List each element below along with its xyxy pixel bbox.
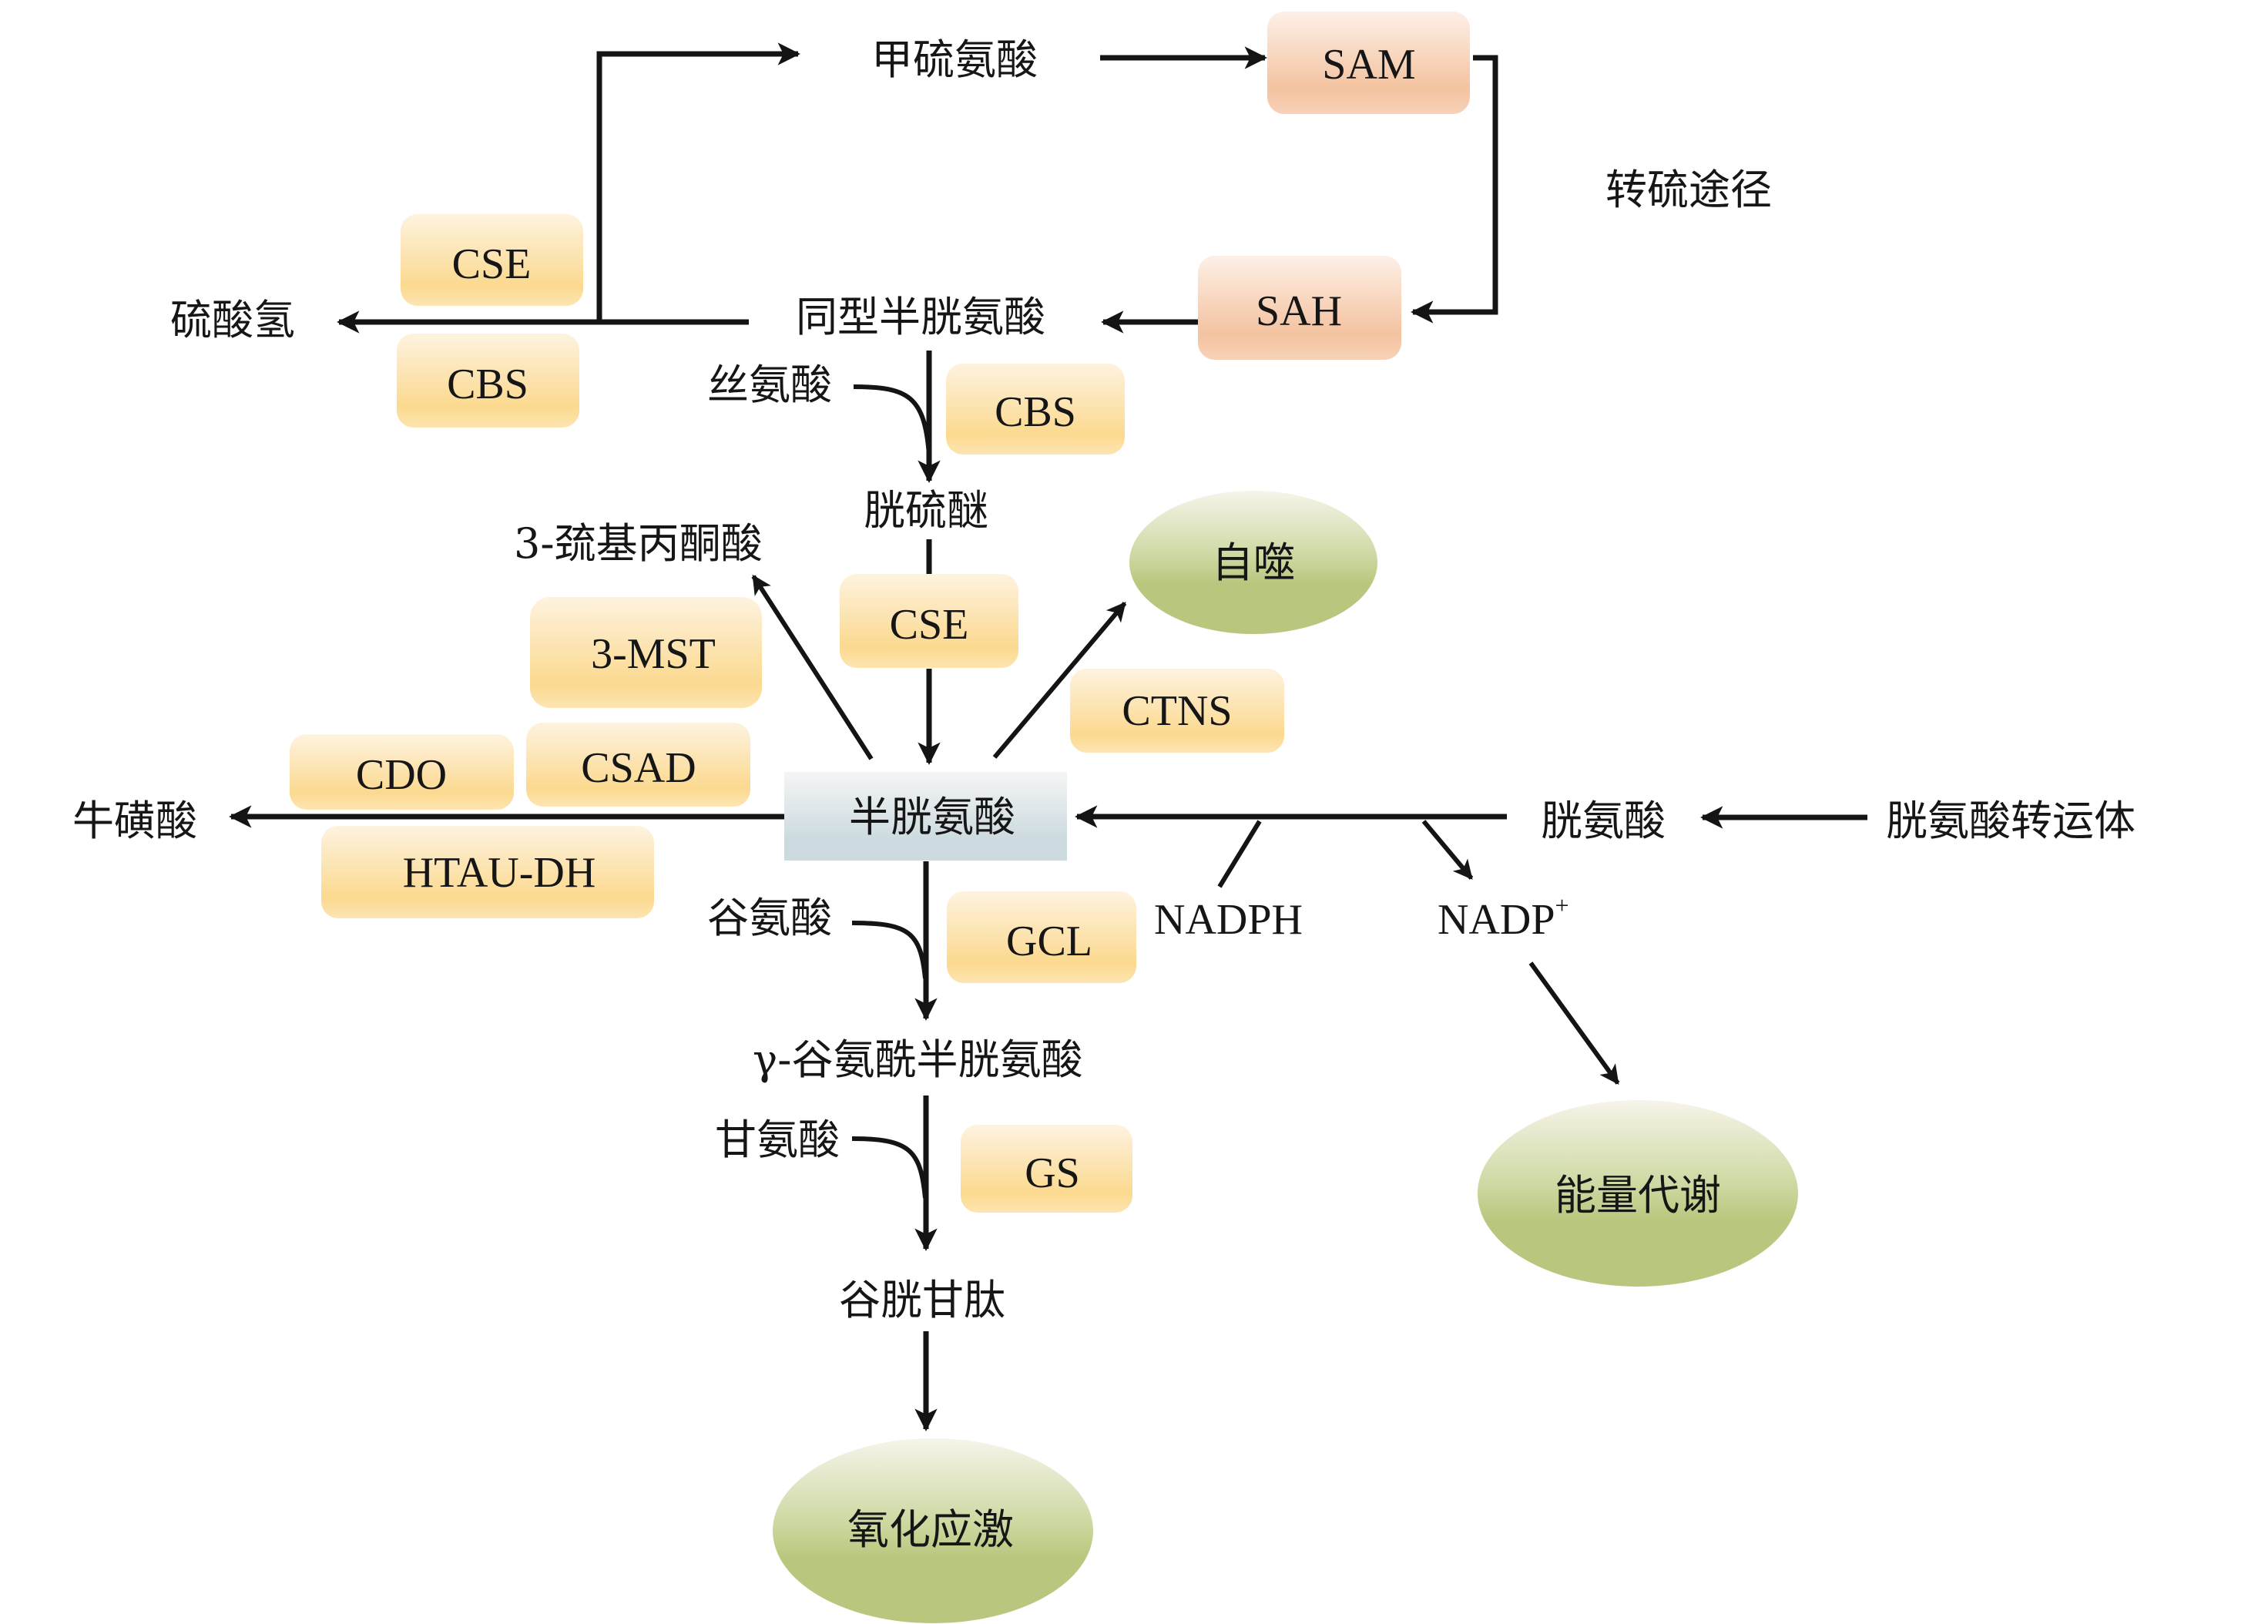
oxidative-stress-label: 氧化应激 xyxy=(847,1505,1014,1554)
mercaptopyruvate-label: 3-巯基丙酮酸 xyxy=(514,519,763,568)
arrow-sam-to-sah xyxy=(1411,55,1498,324)
energy-metabolism-label: 能量代谢 xyxy=(1555,1171,1721,1220)
enzyme-box-gcl: GCL xyxy=(947,891,1136,983)
enzyme-box-cse-main: CSE xyxy=(840,574,1018,668)
enzyme-label: CTNS xyxy=(1122,687,1232,735)
enzyme-box-cbs-main: CBS xyxy=(946,364,1125,455)
arrow-nadp-to-energy-metabolism xyxy=(1528,961,1620,1085)
enzyme-box-cse-h2s: CSE xyxy=(401,214,583,306)
enzyme-label: CSE xyxy=(452,240,532,288)
methionine-label: 甲硫氨酸 xyxy=(871,35,1038,84)
enzyme-box-cdo: CDO xyxy=(290,734,514,810)
autophagy-label: 自噬 xyxy=(1212,539,1295,587)
enzyme-box-ctns: CTNS xyxy=(1070,669,1284,753)
cystine-transporter-label: 胱氨酸转运体 xyxy=(1886,797,2135,845)
glycine-label: 甘氨酸 xyxy=(715,1116,840,1164)
serine-connector xyxy=(853,384,931,455)
homocysteine-label: 同型半胱氨酸 xyxy=(796,293,1045,341)
enzyme-box-csad: CSAD xyxy=(526,723,750,807)
cofactor-label: SAH xyxy=(1256,287,1342,335)
arrow-to-nadp xyxy=(1421,820,1474,880)
glutathione-label: 谷胱甘肽 xyxy=(839,1276,1005,1324)
outcome-energy-metabolism: 能量代谢 xyxy=(1478,1100,1798,1287)
enzyme-label: CSE xyxy=(890,601,969,649)
enzyme-label: GS xyxy=(1025,1149,1080,1197)
hydrogen-sulfide-label: 硫酸氢 xyxy=(170,296,295,344)
cystine-label: 胱氨酸 xyxy=(1541,797,1666,845)
enzyme-label: HTAU-DH xyxy=(403,849,596,897)
enzyme-label: GCL xyxy=(1006,918,1092,965)
arrow-to-autophagy xyxy=(992,602,1127,759)
enzyme-label: CSAD xyxy=(581,744,696,792)
enzyme-box-gs: GS xyxy=(961,1125,1132,1213)
cystathionine-label: 胱硫醚 xyxy=(864,486,988,535)
glycine-connector xyxy=(851,1136,928,1199)
arrow-to-methionine xyxy=(596,42,800,322)
enzyme-label: CBS xyxy=(995,388,1076,436)
enzyme-box-3-mst: 3-MST xyxy=(530,597,762,708)
cofactor-box-sah: SAH xyxy=(1198,256,1401,360)
nadp-superscript: + xyxy=(1555,891,1568,919)
pathway-label: 转硫途径 xyxy=(1605,166,1772,214)
nadp-text: NADP xyxy=(1438,896,1555,944)
outcome-oxidative-stress: 氧化应激 xyxy=(773,1438,1093,1623)
cofactor-box-sam: SAM xyxy=(1267,12,1470,114)
enzyme-label: CBS xyxy=(447,361,528,408)
enzyme-label: CDO xyxy=(356,751,447,799)
enzyme-box-cbs-h2s: CBS xyxy=(397,334,579,428)
glutamate-label: 谷氨酸 xyxy=(707,894,832,942)
gamma-glutamylcysteine-label: γ-谷氨酰半胱氨酸 xyxy=(753,1035,1083,1084)
nadph-label: NADPH xyxy=(1154,896,1303,944)
taurine-label: 牛磺酸 xyxy=(72,797,197,845)
nadph-connector xyxy=(1217,820,1262,888)
cysteine-label: 半胱氨酸 xyxy=(849,793,1015,841)
nadp-label: NADP+ xyxy=(1438,891,1569,944)
outcome-autophagy: 自噬 xyxy=(1129,491,1377,634)
enzyme-box-htau-dh: HTAU-DH xyxy=(321,826,654,918)
arrow-to-mercaptopyruvate xyxy=(751,574,874,760)
glutamate-connector xyxy=(851,921,928,979)
enzyme-label: 3-MST xyxy=(591,630,716,678)
serine-label: 丝氨酸 xyxy=(707,361,832,409)
cofactor-label: SAM xyxy=(1322,41,1415,89)
cysteine-hub-box: 半胱氨酸 xyxy=(784,772,1067,861)
